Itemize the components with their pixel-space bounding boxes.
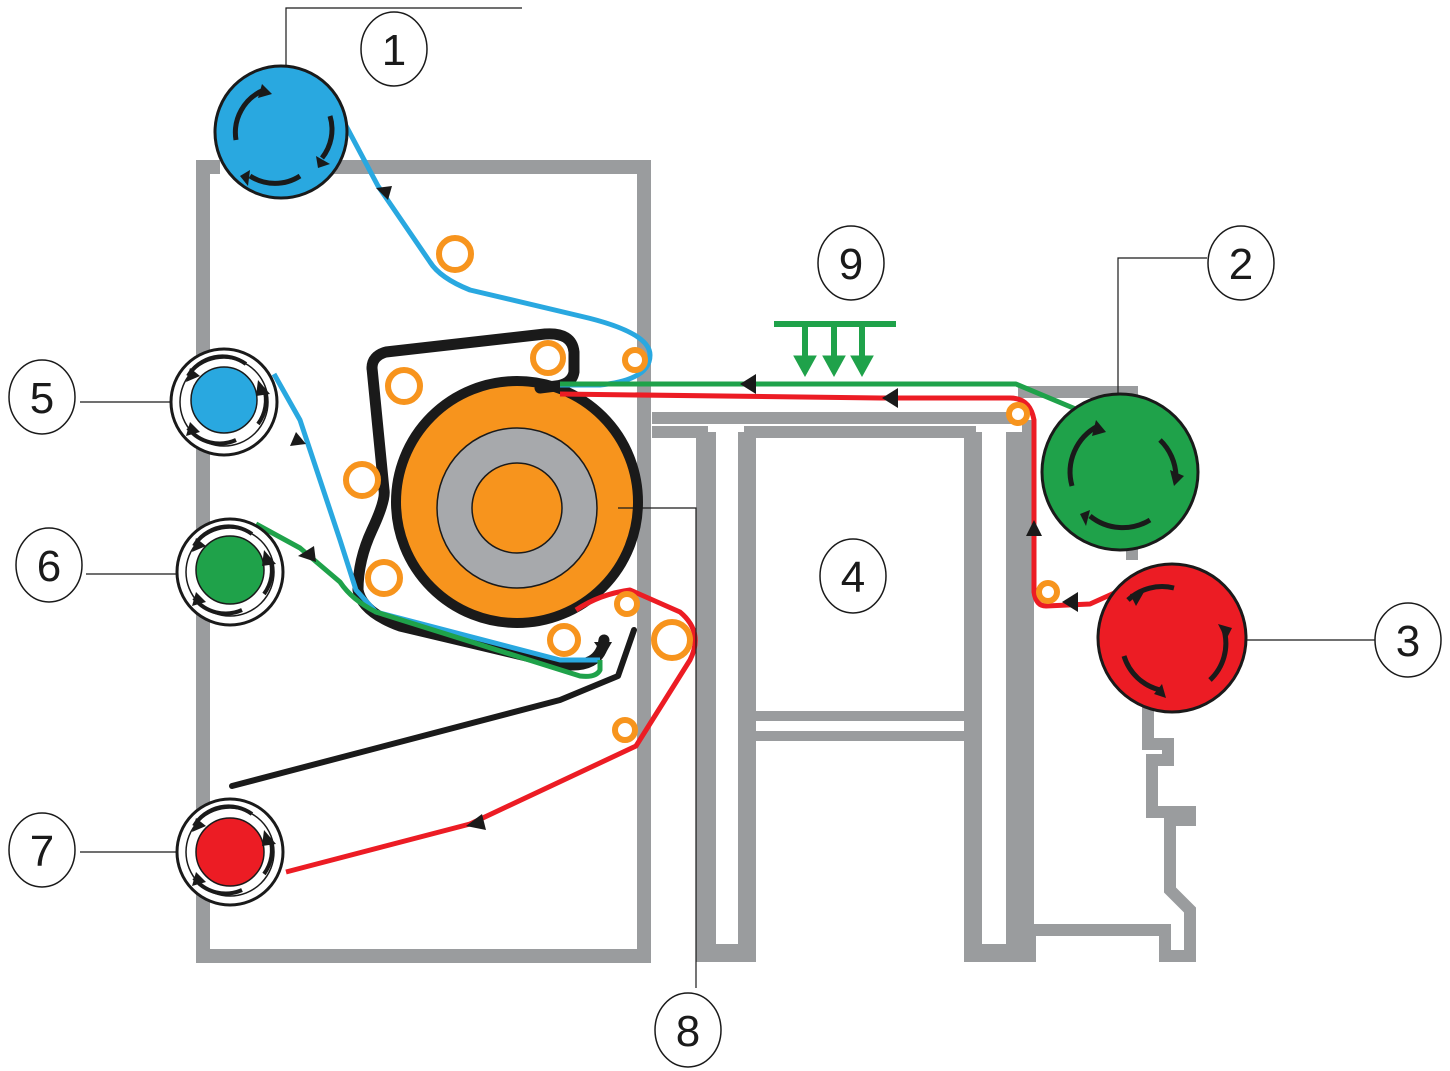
callout-1: 1 bbox=[360, 11, 428, 87]
heater-bar bbox=[774, 321, 896, 378]
callout-1-label: 1 bbox=[382, 26, 406, 75]
callout-8: 8 bbox=[654, 992, 722, 1068]
direction-arrows bbox=[290, 186, 1078, 830]
leader-lines bbox=[80, 7, 1376, 988]
callout-4-label: 4 bbox=[841, 553, 865, 602]
machine-frame-right bbox=[652, 386, 1196, 962]
callout-4: 4 bbox=[819, 538, 887, 614]
reel-3-red bbox=[1096, 562, 1248, 714]
blue-web-path bbox=[271, 120, 653, 663]
guide-rollers bbox=[343, 235, 1060, 743]
callout-5: 5 bbox=[8, 359, 76, 435]
callout-8-label: 8 bbox=[676, 1007, 700, 1056]
callout-2-label: 2 bbox=[1229, 240, 1253, 289]
main-drum bbox=[391, 376, 643, 628]
green-web-path bbox=[254, 381, 1079, 679]
reel-6-green-rewind bbox=[175, 517, 285, 627]
callout-9-label: 9 bbox=[839, 240, 863, 289]
callout-7: 7 bbox=[8, 812, 76, 888]
red-web-path bbox=[285, 391, 1132, 875]
reel-7-red-rewind bbox=[175, 797, 285, 907]
callout-3-label: 3 bbox=[1396, 617, 1420, 666]
reel-5-blue-rewind bbox=[169, 347, 279, 457]
callout-7-label: 7 bbox=[30, 827, 54, 876]
reel-2-green bbox=[1040, 392, 1200, 552]
callout-2: 2 bbox=[1207, 225, 1275, 301]
callout-6-label: 6 bbox=[37, 542, 61, 591]
reel-1-blue bbox=[213, 64, 349, 200]
machine-frame-left bbox=[196, 160, 651, 963]
callout-5-label: 5 bbox=[30, 374, 54, 423]
callout-3: 3 bbox=[1374, 602, 1442, 678]
callout-6: 6 bbox=[15, 527, 83, 603]
callout-9: 9 bbox=[817, 225, 885, 301]
